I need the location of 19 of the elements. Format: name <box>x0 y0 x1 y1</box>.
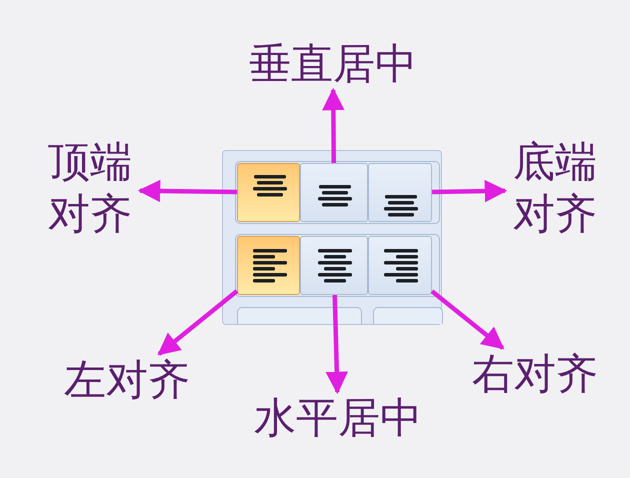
arrow <box>138 180 238 202</box>
callout-label: 顶端对齐 <box>40 136 140 244</box>
arrow <box>322 88 345 164</box>
align-button <box>237 236 300 295</box>
align-button <box>368 236 432 295</box>
arrow <box>326 294 348 394</box>
align-button <box>300 236 368 295</box>
align-button <box>368 163 432 222</box>
callout-label: 水平居中 <box>238 392 438 444</box>
callout-label: 右对齐 <box>460 348 610 400</box>
arrow <box>432 180 508 202</box>
align-button <box>237 163 300 222</box>
arrow <box>157 289 238 356</box>
callout-label: 左对齐 <box>52 354 202 406</box>
callout-label: 底端对齐 <box>505 136 605 244</box>
callout-label: 垂直居中 <box>238 38 428 90</box>
toolbar-panel <box>222 150 442 325</box>
arrow <box>430 289 504 350</box>
align-button <box>300 163 368 222</box>
